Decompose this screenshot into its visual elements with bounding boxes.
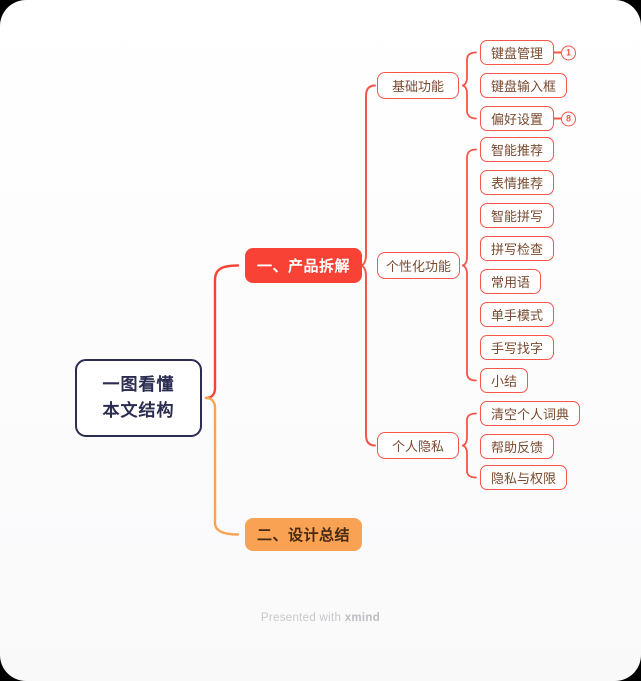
group-personalize-features[interactable]: 个性化功能: [377, 252, 461, 279]
leaf-preference-settings[interactable]: 偏好设置 8: [480, 106, 577, 131]
leaf-smart-spelling[interactable]: 智能拼写: [480, 203, 555, 228]
badge-circle: 8: [561, 111, 577, 126]
leaf-label: 键盘输入框: [491, 79, 557, 94]
brace-group-personalize: [461, 148, 477, 382]
brace-group-privacy: [461, 412, 477, 479]
leaf-label: 帮助反馈: [491, 440, 544, 455]
leaf-label: 偏好设置: [491, 112, 544, 127]
leaf-one-hand-mode[interactable]: 单手模式: [480, 302, 555, 327]
leaf-label: 单手模式: [491, 308, 544, 323]
leaf-handwriting-find[interactable]: 手写找字: [480, 335, 555, 360]
badge-wire: [553, 117, 562, 120]
numbered-badge-1: 1: [553, 45, 577, 60]
leaf-help-feedback[interactable]: 帮助反馈: [480, 434, 555, 459]
leaf-label: 拼写检查: [491, 242, 544, 257]
brace-group-basic: [461, 51, 477, 120]
badge-circle: 1: [561, 45, 577, 60]
leaf-keyboard-input-box[interactable]: 键盘输入框: [480, 73, 568, 98]
leaf-spell-check[interactable]: 拼写检查: [480, 236, 555, 261]
root-topic-line1: 一图看懂: [102, 375, 175, 394]
leaf-label: 智能推荐: [491, 143, 544, 158]
xmind-brand: xmind: [344, 612, 381, 624]
root-topic-line2: 本文结构: [102, 401, 175, 420]
leaf-label: 表情推荐: [491, 176, 544, 191]
branch-design-summary[interactable]: 二、设计总结: [245, 518, 363, 551]
leaf-smart-recommend[interactable]: 智能推荐: [480, 137, 555, 162]
numbered-badge-8: 8: [553, 111, 577, 126]
leaf-label: 隐私与权限: [491, 471, 557, 486]
leaf-emoji-recommend[interactable]: 表情推荐: [480, 170, 555, 195]
badge-wire: [553, 51, 562, 54]
leaf-common-phrases[interactable]: 常用语: [480, 269, 542, 294]
watermark: Presented with xmind: [0, 612, 641, 624]
leaf-label: 手写找字: [491, 341, 544, 356]
leaf-label: 智能拼写: [491, 209, 544, 224]
leaf-label: 小结: [491, 374, 518, 389]
brace-branch-product: [359, 84, 376, 447]
brace-root-top: [204, 264, 240, 400]
root-topic[interactable]: 一图看懂 本文结构: [75, 359, 202, 437]
leaf-label: 清空个人词典: [491, 407, 570, 422]
branch-product-breakdown[interactable]: 一、产品拆解: [245, 248, 363, 283]
watermark-text: Presented with: [260, 612, 342, 624]
leaf-keyboard-management[interactable]: 键盘管理 1: [480, 40, 577, 65]
leaf-label: 常用语: [491, 275, 531, 290]
group-basic-features[interactable]: 基础功能: [377, 72, 459, 99]
leaf-privacy-permissions[interactable]: 隐私与权限: [480, 465, 568, 490]
group-personal-privacy[interactable]: 个人隐私: [377, 432, 459, 459]
leaf-label: 键盘管理: [491, 46, 544, 61]
leaf-clear-personal-dict[interactable]: 清空个人词典: [480, 401, 581, 426]
leaf-summary[interactable]: 小结: [480, 368, 529, 393]
brace-root-bottom: [204, 396, 240, 536]
